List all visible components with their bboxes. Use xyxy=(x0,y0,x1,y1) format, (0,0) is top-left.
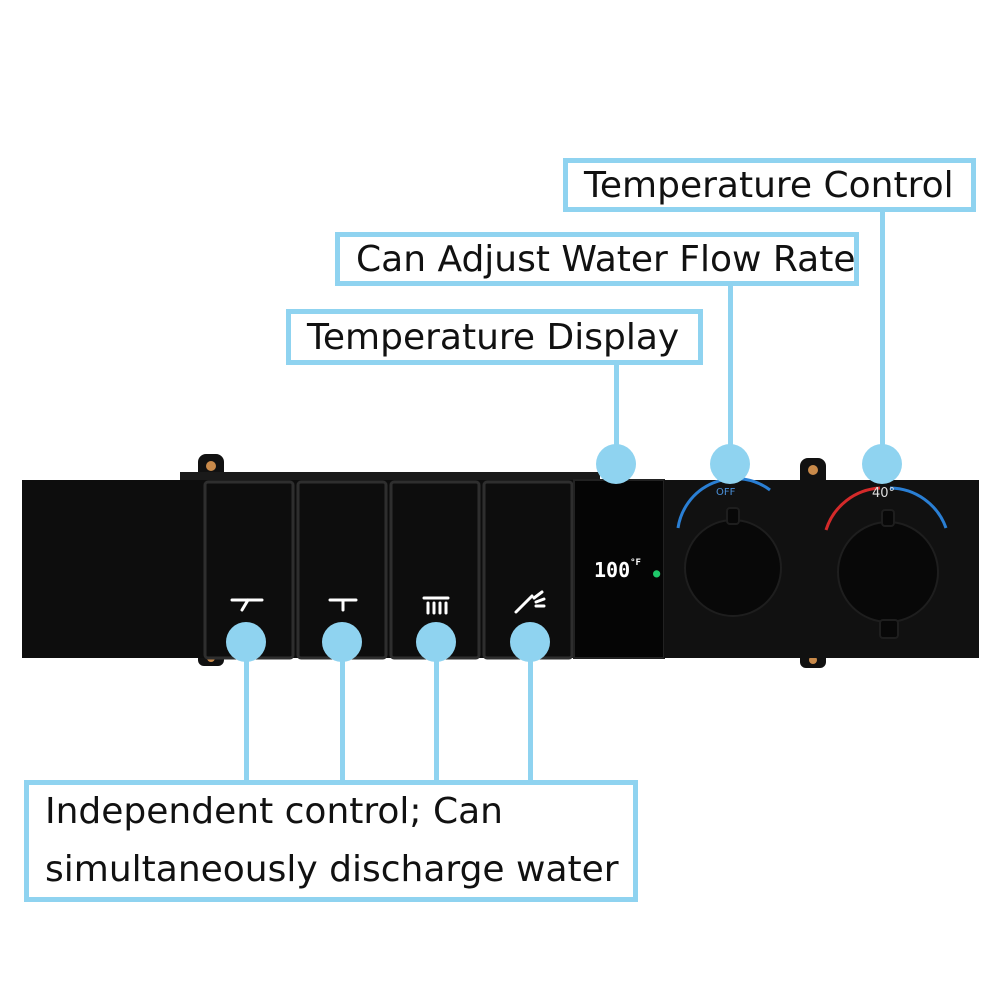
connector-temperature-control xyxy=(880,212,885,462)
callout-flow-rate-text: Can Adjust Water Flow Rate xyxy=(356,238,856,280)
safety-button xyxy=(879,619,899,639)
connector-temperature-display xyxy=(614,365,619,462)
flow-knob xyxy=(684,519,782,617)
temp-knob-label: 40° xyxy=(872,486,896,501)
callout-independent-control: Independent control; Can simultaneously … xyxy=(24,780,638,902)
dot-button-3 xyxy=(416,622,456,662)
callout-temperature-display: Temperature Display xyxy=(286,309,703,365)
cold-arc xyxy=(889,486,948,529)
connector-flow-rate xyxy=(728,286,733,462)
connector-button-4 xyxy=(528,640,533,782)
connector-button-1 xyxy=(244,640,249,782)
callout-flow-rate: Can Adjust Water Flow Rate xyxy=(335,232,859,286)
temperature-knob xyxy=(837,521,939,623)
callout-independent-line2: simultaneously discharge water xyxy=(45,849,619,890)
dot-temperature-display xyxy=(596,444,636,484)
rain-shower-icon xyxy=(422,596,450,615)
dot-button-2 xyxy=(322,622,362,662)
flow-knob-label: OFF xyxy=(716,487,736,498)
callout-independent-line1: Independent control; Can xyxy=(45,791,503,832)
callout-temperature-display-text: Temperature Display xyxy=(307,316,680,358)
temperature-readout-value: 100 xyxy=(594,558,631,582)
dot-button-1 xyxy=(226,622,266,662)
connector-button-2 xyxy=(340,640,345,782)
connector-button-3 xyxy=(434,640,439,782)
tub-spout-icon xyxy=(230,598,264,612)
callout-temperature-control-text: Temperature Control xyxy=(584,164,954,206)
temperature-readout-unit: °F xyxy=(630,558,641,568)
temperature-readout: 100°F ● xyxy=(594,558,660,582)
body-spray-icon xyxy=(514,590,546,614)
dot-button-4 xyxy=(510,622,550,662)
callout-temperature-control: Temperature Control xyxy=(563,158,976,212)
flow-arc xyxy=(676,477,771,529)
hot-arc xyxy=(824,486,881,531)
dot-temperature-control xyxy=(862,444,902,484)
handheld-shower-icon xyxy=(328,598,358,612)
dot-flow-rate xyxy=(710,444,750,484)
water-drop-icon: ● xyxy=(653,566,661,580)
